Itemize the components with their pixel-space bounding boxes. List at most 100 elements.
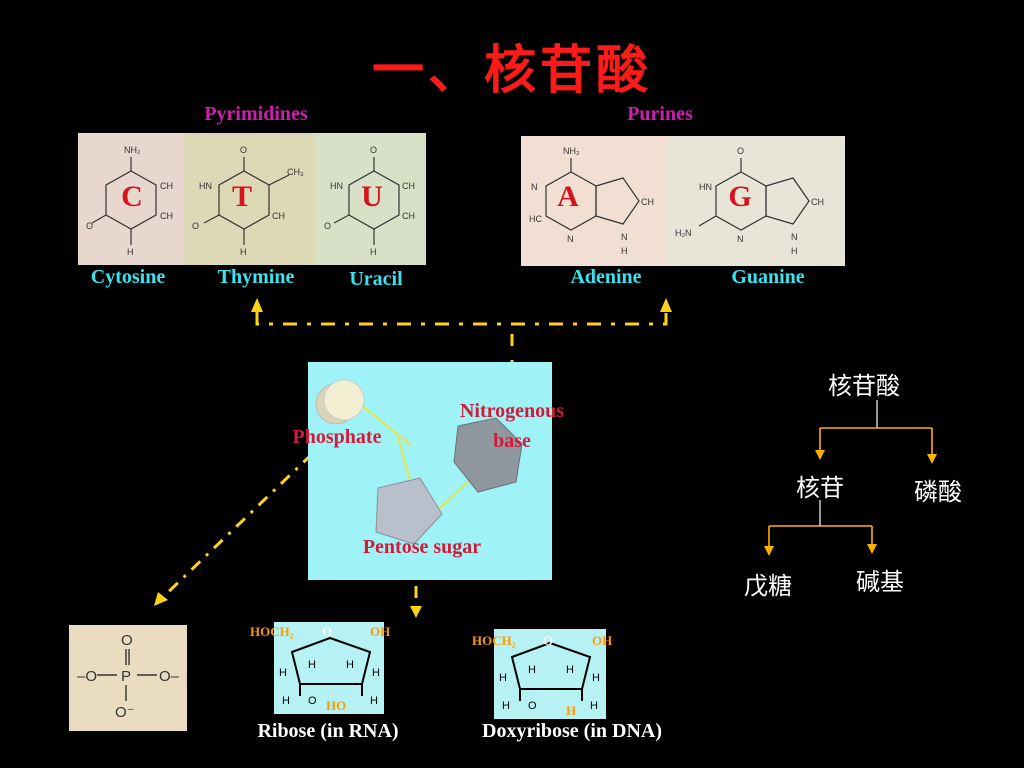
deoxyribose-ring-icon: H H H H H H O [499,641,600,712]
nucleotide-model-shapes [315,379,523,545]
nucleotide-model [308,362,552,580]
svg-text:H: H [791,246,798,256]
ribose-oh-label: OH [370,624,391,639]
svg-text:O: O [121,632,133,649]
svg-text:CH: CH [641,197,654,207]
svg-text:N: N [621,232,628,242]
svg-text:H: H [370,247,377,257]
ribose-caption: Ribose (in RNA) [257,720,399,742]
svg-text:HC: HC [529,214,542,224]
svg-text:H: H [346,659,354,671]
svg-text:N: N [791,232,798,242]
svg-text:H: H [240,247,247,257]
thymine-structure: O CH₃ HN O H CH [184,133,316,265]
svg-text:CH: CH [402,211,415,221]
guanine-label: Guanine [731,266,805,288]
svg-text:N: N [737,234,744,244]
svg-text:N: N [531,182,538,192]
svg-text:H: H [528,664,536,676]
svg-text:O: O [737,146,744,156]
svg-text:H: H [308,659,316,671]
svg-text:H: H [590,700,598,712]
phosphate-label: Phosphate [292,426,382,448]
tree-nucleoside: 核苷 [796,474,844,502]
uracil-ring-icon: O HN CH CH O H [324,145,415,257]
ribose-hoch2-label: HOCH₂ [250,624,294,639]
svg-text:HN: HN [699,182,712,192]
svg-text:CH: CH [402,181,415,191]
deoxyribose-caption: Doxyribose (in DNA) [482,720,662,742]
svg-text:H: H [370,695,378,707]
svg-text:H: H [499,672,507,684]
ribose-ring-oxygen: O [322,624,333,639]
deoxyribose-oh-label: OH [592,633,613,648]
tree-phosphoric-acid: 磷酸 [914,478,962,506]
svg-text:H: H [621,246,628,256]
cytosine-structure: NH₂ O H CH CH [78,133,184,265]
uracil-structure: O HN CH CH O H [316,133,426,265]
phosphate-disc-front [323,379,365,421]
svg-text:O: O [370,145,377,155]
phosphate-structure: O P –O O– O⁻ [69,625,187,731]
letter-t: T [231,180,252,213]
svg-text:NH₂: NH₂ [124,145,141,155]
base-hexagon [453,417,523,493]
letter-g: G [728,180,752,213]
pentose-sugar-label: Pentose sugar [362,536,482,558]
adenine-structure: NH₂ N HC N CH N H [521,136,667,266]
svg-text:O: O [528,700,537,712]
adenine-ring-icon: NH₂ N HC N CH N H [529,146,654,256]
tree-pentose: 戊糖 [744,572,792,600]
svg-text:H: H [279,667,287,679]
svg-text:O: O [86,221,93,231]
svg-text:N: N [567,234,574,244]
svg-text:HN: HN [330,181,343,191]
cytosine-label: Cytosine [90,266,166,288]
nitrogenous-base-label: Nitrogenous base [459,400,565,452]
thymine-label: Thymine [217,266,295,288]
letter-u: U [361,180,383,213]
cytosine-ring-icon: NH₂ O H CH CH [86,145,173,257]
svg-text:CH: CH [160,211,173,221]
deoxyribose-hoch2-label: HOCH₂ [472,633,516,648]
svg-text:–O: –O [77,668,97,685]
tree-base: 碱基 [856,568,904,596]
guanine-structure: O HN H₂N N CH N H [667,136,845,266]
page-title: 一、核苷酸 [371,40,652,101]
phosphate-group-icon: O P –O O– O⁻ [77,632,180,721]
ribose-ring-icon: H H H H H H O [279,636,380,707]
deoxyribose-structure: H H H H H H O [494,629,606,719]
svg-text:H: H [566,664,574,676]
purines-label: Purines [627,103,693,125]
svg-text:CH: CH [272,211,285,221]
svg-text:O: O [308,695,317,707]
ribose-ho-label: HO [326,698,347,713]
svg-text:H₂N: H₂N [675,228,692,238]
tree-root: 核苷酸 [828,372,900,400]
svg-text:CH: CH [811,197,824,207]
uracil-label: Uracil [349,268,403,290]
letter-a: A [557,180,579,213]
pyrimidines-label: Pyrimidines [204,103,308,125]
svg-text:H: H [592,672,600,684]
letter-c: C [121,180,143,213]
pentose-shape [375,477,443,545]
svg-text:P: P [121,668,131,685]
deoxyribose-ring-oxygen: O [543,633,554,648]
svg-text:HN: HN [199,181,212,191]
adenine-label: Adenine [570,266,642,288]
svg-text:O: O [192,221,199,231]
guanine-ring-icon: O HN H₂N N CH N H [675,146,824,256]
thymine-ring-icon: O CH₃ HN O H CH [192,145,304,257]
svg-text:O–: O– [159,668,180,685]
svg-text:O: O [324,221,331,231]
svg-text:NH₂: NH₂ [563,146,580,156]
svg-text:H: H [127,247,134,257]
deoxyribose-h-label: H [566,703,577,718]
svg-text:CH: CH [160,181,173,191]
svg-text:H: H [282,695,290,707]
svg-text:O⁻: O⁻ [115,704,135,721]
ribose-structure: H H H H H H O [274,622,384,714]
svg-text:CH₃: CH₃ [287,167,304,177]
